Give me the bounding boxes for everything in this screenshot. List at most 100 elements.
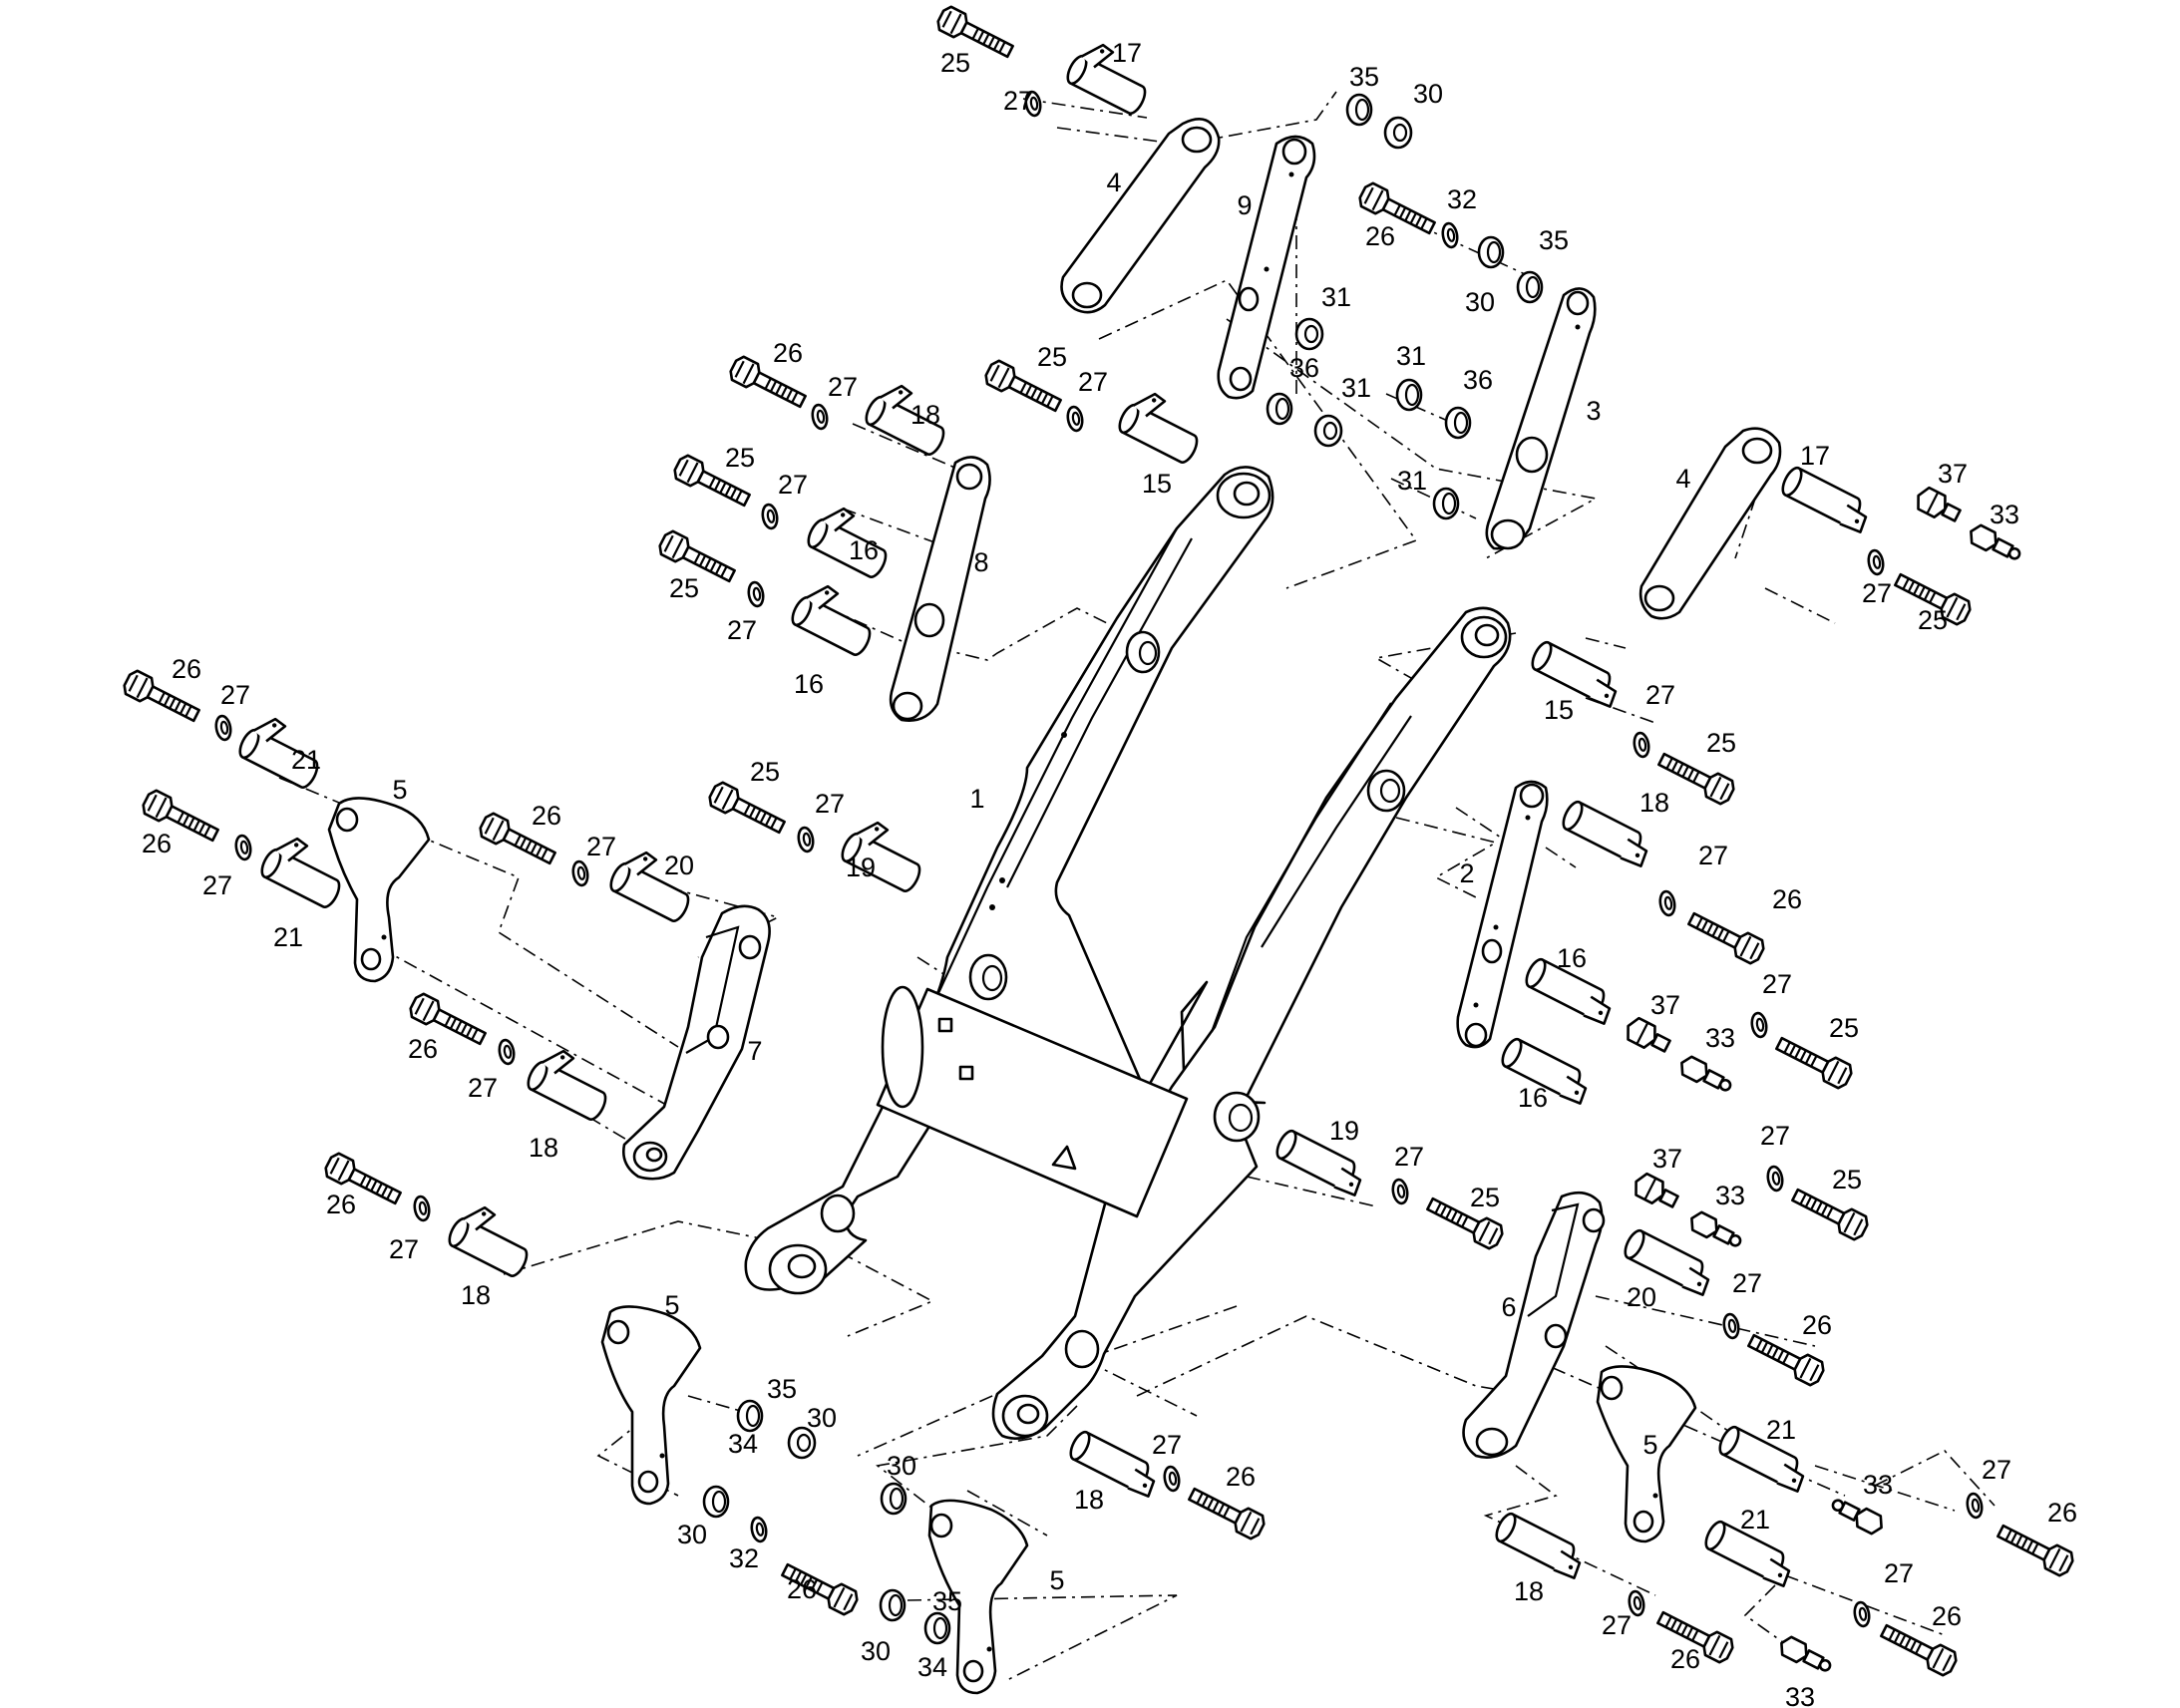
callout-c37: 16 [794,669,824,699]
callout-c2: 17 [1112,38,1142,68]
callout-c98: 26 [787,1574,817,1604]
callout-c36: 27 [727,615,757,645]
callout-c41: 26 [172,654,201,684]
callout-c42: 27 [220,680,250,710]
callout-c15: 31 [1396,341,1426,371]
link-part-4-right [1638,427,1782,620]
callout-c95: 33 [1863,1470,1893,1500]
lever-part-9 [1217,135,1316,400]
callout-c10: 35 [1539,225,1569,255]
callout-c75: 33 [1715,1181,1745,1210]
bell-crank-part-6 [1462,1191,1606,1459]
callout-c82: 6 [1501,1292,1516,1322]
callout-c71: 19 [1329,1116,1359,1146]
callout-c69: 27 [1760,1121,1790,1151]
callout-c83: 26 [1802,1310,1832,1340]
callout-c73: 25 [1470,1183,1500,1212]
callout-c78: 18 [461,1280,491,1310]
callout-c87: 21 [1766,1415,1796,1445]
callout-c64: 25 [1829,1013,1859,1043]
callout-c57: 26 [1772,884,1802,914]
callout-c105: 27 [1602,1610,1632,1640]
callout-c84: 35 [767,1374,797,1404]
callout-c18: 31 [1397,466,1427,496]
callout-c54: 20 [664,851,694,880]
callout-c92: 18 [1074,1485,1104,1515]
bracket-part-5-b [600,1305,702,1506]
callout-c26: 17 [1800,441,1830,471]
callout-c28: 33 [1990,500,2019,529]
callout-c48: 18 [1639,788,1669,818]
callout-c22: 25 [1037,342,1067,372]
callout-c32: 27 [778,470,808,500]
callout-c107: 34 [917,1652,947,1682]
callout-c76: 26 [326,1190,356,1219]
callout-c102: 18 [1514,1576,1544,1606]
callout-c72: 27 [1394,1142,1424,1172]
link-part-4-top [1060,118,1221,314]
callout-c45: 25 [750,757,780,787]
cross-tube [876,985,1189,1218]
callout-c19: 26 [773,338,803,368]
callout-c63: 27 [1762,969,1792,999]
callout-c79: 5 [664,1290,679,1320]
callout-c33: 16 [849,535,879,565]
callout-c50: 27 [202,870,232,900]
callout-c21: 18 [910,400,940,430]
callout-c106: 30 [861,1636,891,1666]
callout-c77: 27 [389,1234,419,1264]
callout-c93: 27 [1982,1455,2011,1485]
callout-c44: 5 [392,775,407,805]
bracket-part-5-d [1596,1365,1697,1543]
callout-c11: 30 [1465,287,1495,317]
callout-c39: 27 [1645,680,1675,710]
callout-c52: 26 [532,801,561,831]
boom-arm-2 [991,606,1512,1440]
callout-c14: 31 [1341,373,1371,403]
callout-c70: 25 [1832,1165,1862,1195]
callout-c47: 1 [969,784,984,814]
callout-c56: 27 [1698,841,1728,870]
bracket-part-5-a [327,797,431,983]
callout-c108: 26 [1670,1644,1700,1674]
callout-c103: 27 [1884,1558,1914,1588]
callout-c61: 37 [1650,990,1680,1020]
callout-c85: 30 [807,1403,837,1433]
callout-c81: 27 [1732,1268,1762,1298]
callout-c34: 8 [973,547,988,577]
callout-c91: 30 [887,1451,916,1481]
callout-c62: 33 [1705,1023,1735,1053]
callout-c9: 26 [1365,221,1395,251]
callout-c88: 27 [1152,1430,1182,1460]
callout-c46: 27 [815,789,845,819]
callout-c5: 35 [1349,62,1379,92]
callout-c68: 16 [1518,1083,1548,1113]
callout-c67: 18 [529,1133,558,1163]
callout-c97: 32 [729,1543,759,1573]
callout-c29: 27 [1862,578,1892,608]
callout-c12: 31 [1321,282,1351,312]
callout-c94: 26 [2047,1498,2077,1528]
callout-c55: 19 [846,853,876,882]
callout-c96: 30 [677,1520,707,1549]
callout-c3: 27 [1003,86,1033,116]
callout-c49: 26 [142,829,172,858]
callout-c89: 26 [1226,1462,1256,1492]
callout-c66: 27 [468,1073,498,1103]
callout-c100: 5 [1049,1565,1064,1595]
callout-c16: 36 [1463,365,1493,395]
bracket-part-5-c [927,1499,1029,1695]
callout-c17: 3 [1586,396,1601,426]
lever-part-2 [1456,780,1549,1049]
callout-c25: 4 [1675,464,1690,494]
callout-c1: 25 [940,48,970,78]
bell-crank-part-7 [622,904,771,1181]
callout-c35: 25 [669,573,699,603]
callout-c65: 26 [408,1034,438,1064]
lever-part-8 [889,456,991,722]
callout-c30: 25 [1918,605,1948,635]
callout-c60: 16 [1557,943,1587,973]
callout-c51: 21 [273,922,303,952]
